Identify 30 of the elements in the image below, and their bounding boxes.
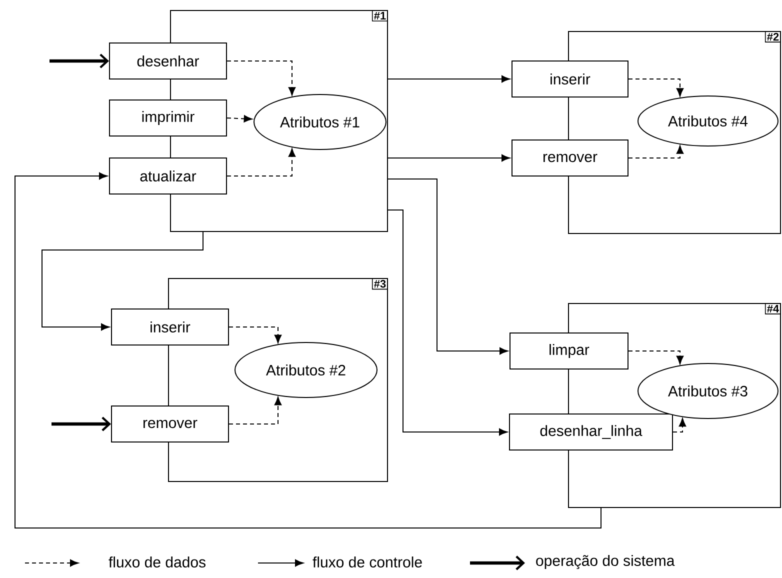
arrow	[226, 60, 296, 96]
arrow	[388, 75, 510, 83]
operation-box: atualizar	[109, 158, 227, 194]
operation-box: desenhar_linha	[509, 414, 673, 450]
legend-text: fluxo de dados	[108, 556, 206, 568]
operation-box: limpar	[510, 332, 628, 370]
arrow	[628, 145, 684, 158]
arrow	[388, 154, 510, 162]
arrow	[386, 210, 508, 436]
arrow	[42, 230, 204, 331]
legend-text: fluxo de controle	[312, 556, 422, 568]
node-label: Atributos #3	[668, 385, 748, 396]
operation-box: desenhar	[109, 42, 227, 80]
operation-box: inserir	[111, 308, 229, 346]
arrow	[228, 396, 282, 424]
arrow	[628, 350, 684, 364]
arrow	[52, 416, 111, 432]
arrow	[672, 418, 686, 432]
operation-box: remover	[512, 140, 628, 176]
arrow	[226, 148, 296, 176]
operation-box: inserir	[512, 60, 628, 98]
legend-text: operação do sistema	[536, 554, 675, 570]
operation-box: remover	[111, 406, 229, 442]
arrow	[628, 78, 684, 97]
arrow	[228, 326, 282, 344]
operation-box: imprimir	[109, 100, 227, 136]
arrow	[386, 178, 508, 355]
arrow	[50, 54, 109, 68]
arrow	[226, 115, 252, 122]
arrow	[14, 172, 602, 528]
